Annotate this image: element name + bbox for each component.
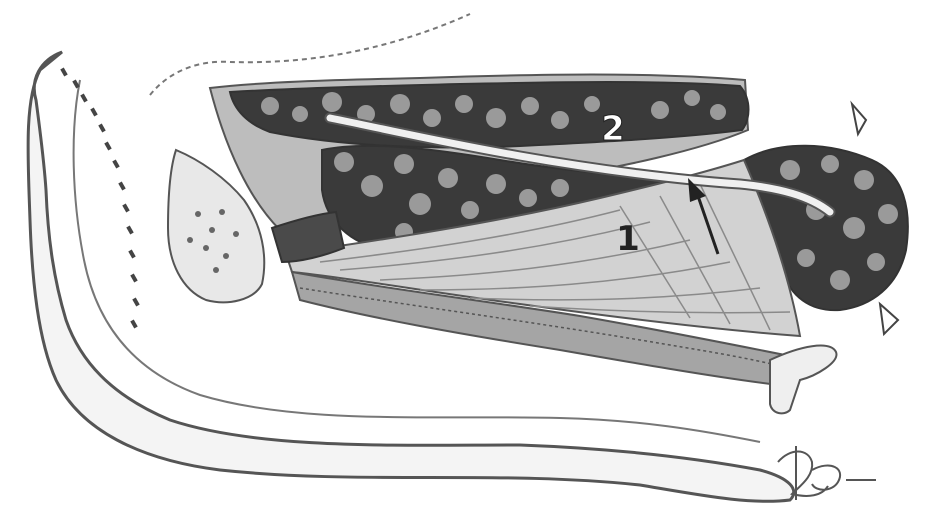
label-1: 1: [616, 219, 640, 259]
dental-marks: [60, 68, 139, 329]
band-end-cap: [770, 346, 836, 414]
label-2: 2: [601, 109, 625, 149]
retractor-top: [852, 104, 866, 134]
retractor-bottom: [880, 304, 898, 334]
